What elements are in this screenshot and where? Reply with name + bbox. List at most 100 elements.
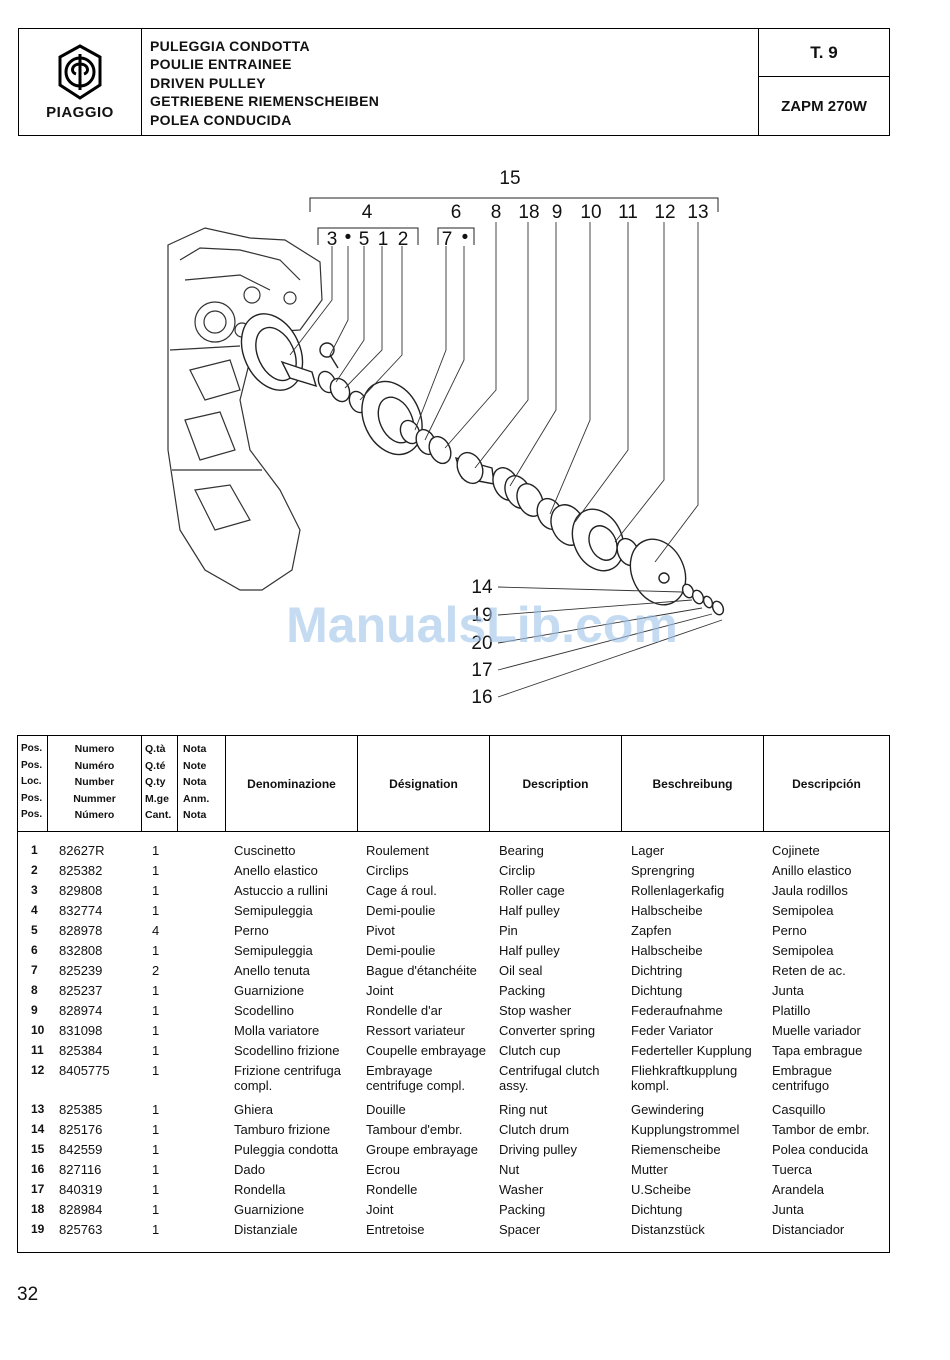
cell-num: 828974	[59, 1003, 103, 1018]
cell-de: Rollenlagerkafig	[631, 883, 725, 898]
cell-es: Semipolea	[772, 903, 834, 918]
callout-20: 20	[471, 633, 492, 654]
cell-pos: 16	[31, 1162, 45, 1176]
cell-qty: 1	[152, 1102, 160, 1117]
model-code: ZAPM 270W	[781, 97, 867, 115]
cell-de: Halbscheibe	[631, 903, 703, 918]
callout-4: 4	[362, 202, 373, 223]
cell-fr: Rondelle d'ar	[366, 1003, 443, 1018]
title-german: GETRIEBENE RIEMENSCHEIBEN	[150, 93, 380, 110]
cell-es: Reten de ac.	[772, 963, 846, 978]
cell-pos: 1	[31, 843, 38, 857]
cell-fr: Joint	[366, 1202, 394, 1217]
header-denominazione: Denominazione	[226, 736, 358, 831]
cell-qty: 1	[152, 983, 160, 998]
header-designation: Désignation	[358, 736, 490, 831]
cell-de: Riemenscheibe	[631, 1142, 721, 1157]
cell-num: 825763	[59, 1222, 103, 1237]
cell-de: Dichtring	[631, 963, 683, 978]
cell-it: Scodellino frizione	[234, 1043, 340, 1058]
cell-en: Roller cage	[499, 883, 565, 898]
cell-en: Washer	[499, 1182, 544, 1197]
code-block: T. 9 ZAPM 270W	[759, 29, 889, 135]
cell-qty: 1	[152, 903, 160, 918]
cell-en: Half pulley	[499, 903, 560, 918]
cell-de: Sprengring	[631, 863, 695, 878]
cell-pos: 8	[31, 983, 38, 997]
cell-es: Muelle variador	[772, 1023, 861, 1038]
cell-es: Perno	[772, 923, 807, 938]
cell-qty: 1	[152, 1122, 160, 1137]
leader-lines	[289, 222, 723, 698]
callout-9: 9	[552, 202, 563, 223]
cell-num: 832774	[59, 903, 103, 918]
cell-en: Clutch cup	[499, 1043, 561, 1058]
cell-qty: 1	[152, 1222, 160, 1237]
cell-num: 829808	[59, 883, 103, 898]
cell-fr-line1: Embrayage	[366, 1063, 433, 1078]
cell-en: Nut	[499, 1162, 520, 1177]
cell-it: Molla variatore	[234, 1023, 320, 1038]
title-english: DRIVEN PULLEY	[150, 74, 266, 91]
cell-pos: 18	[31, 1202, 45, 1216]
cell-it: Rondella	[234, 1182, 286, 1197]
cell-es: Semipolea	[772, 943, 834, 958]
cell-en: Converter spring	[499, 1023, 596, 1038]
cell-en: Driving pulley	[499, 1142, 578, 1157]
callout-7: 7	[442, 229, 453, 250]
cell-es: Tambor de embr.	[772, 1122, 870, 1137]
cell-fr: Cage á roul.	[366, 883, 437, 898]
cell-qty: 1	[152, 1023, 160, 1038]
brand-logo: PIAGGIO	[19, 29, 142, 135]
cell-es: Casquillo	[772, 1102, 826, 1117]
cell-it: Puleggia condotta	[234, 1142, 339, 1157]
cell-de: Gewindering	[631, 1102, 704, 1117]
cell-fr: Bague d'étanchéite	[366, 963, 477, 978]
cell-pos: 4	[31, 903, 38, 917]
cell-en-line2: assy.	[499, 1078, 529, 1093]
header-description: Description	[490, 736, 622, 831]
cell-en: Ring nut	[499, 1102, 548, 1117]
cell-it: Guarnizione	[234, 983, 305, 998]
title-block: PIAGGIO PULEGGIA CONDOTTA POULIE ENTRAIN…	[18, 28, 890, 136]
cell-es: Platillo	[772, 1003, 811, 1018]
cell-pos: 15	[31, 1142, 45, 1156]
header-beschreibung: Beschreibung	[622, 736, 764, 831]
cell-num: 825384	[59, 1043, 103, 1058]
cell-num: 828978	[59, 923, 103, 938]
cell-de: Mutter	[631, 1162, 668, 1177]
callout-19: 19	[471, 605, 492, 626]
cell-fr: Demi-poulie	[366, 943, 436, 958]
callout-18: 18	[518, 202, 539, 223]
cell-es: Cojinete	[772, 843, 820, 858]
cell-de: Kupplungstrommel	[631, 1122, 740, 1137]
cell-en: Oil seal	[499, 963, 543, 978]
cell-es: Arandela	[772, 1182, 825, 1197]
cell-en: Stop washer	[499, 1003, 572, 1018]
cell-de: Feder Variator	[631, 1023, 714, 1038]
cell-de: Dichtung	[631, 1202, 683, 1217]
cell-fr: Rondelle	[366, 1182, 418, 1197]
callout-15: 15	[499, 168, 520, 189]
callout-dot-1: •	[345, 227, 352, 248]
header-qty: Q.tà Q.té Q.ty M.ge Cant.	[142, 736, 178, 831]
cell-num: 825176	[59, 1122, 103, 1137]
cell-de: Federteller Kupplung	[631, 1043, 752, 1058]
cell-en: Circlip	[499, 863, 536, 878]
cell-en: Pin	[499, 923, 518, 938]
cell-es: Junta	[772, 983, 804, 998]
cell-fr: Tambour d'embr.	[366, 1122, 463, 1137]
cell-en: Half pulley	[499, 943, 560, 958]
cell-it: Anello elastico	[234, 863, 318, 878]
cell-fr: Ressort variateur	[366, 1023, 465, 1038]
cell-en: Packing	[499, 983, 546, 998]
callout-brackets	[309, 197, 719, 245]
cell-pos: 13	[31, 1102, 45, 1116]
cell-fr: Coupelle embrayage	[366, 1043, 486, 1058]
cell-num: 840319	[59, 1182, 103, 1197]
cell-fr-line2: centrifuge compl.	[366, 1078, 465, 1093]
cell-pos: 7	[31, 963, 38, 977]
